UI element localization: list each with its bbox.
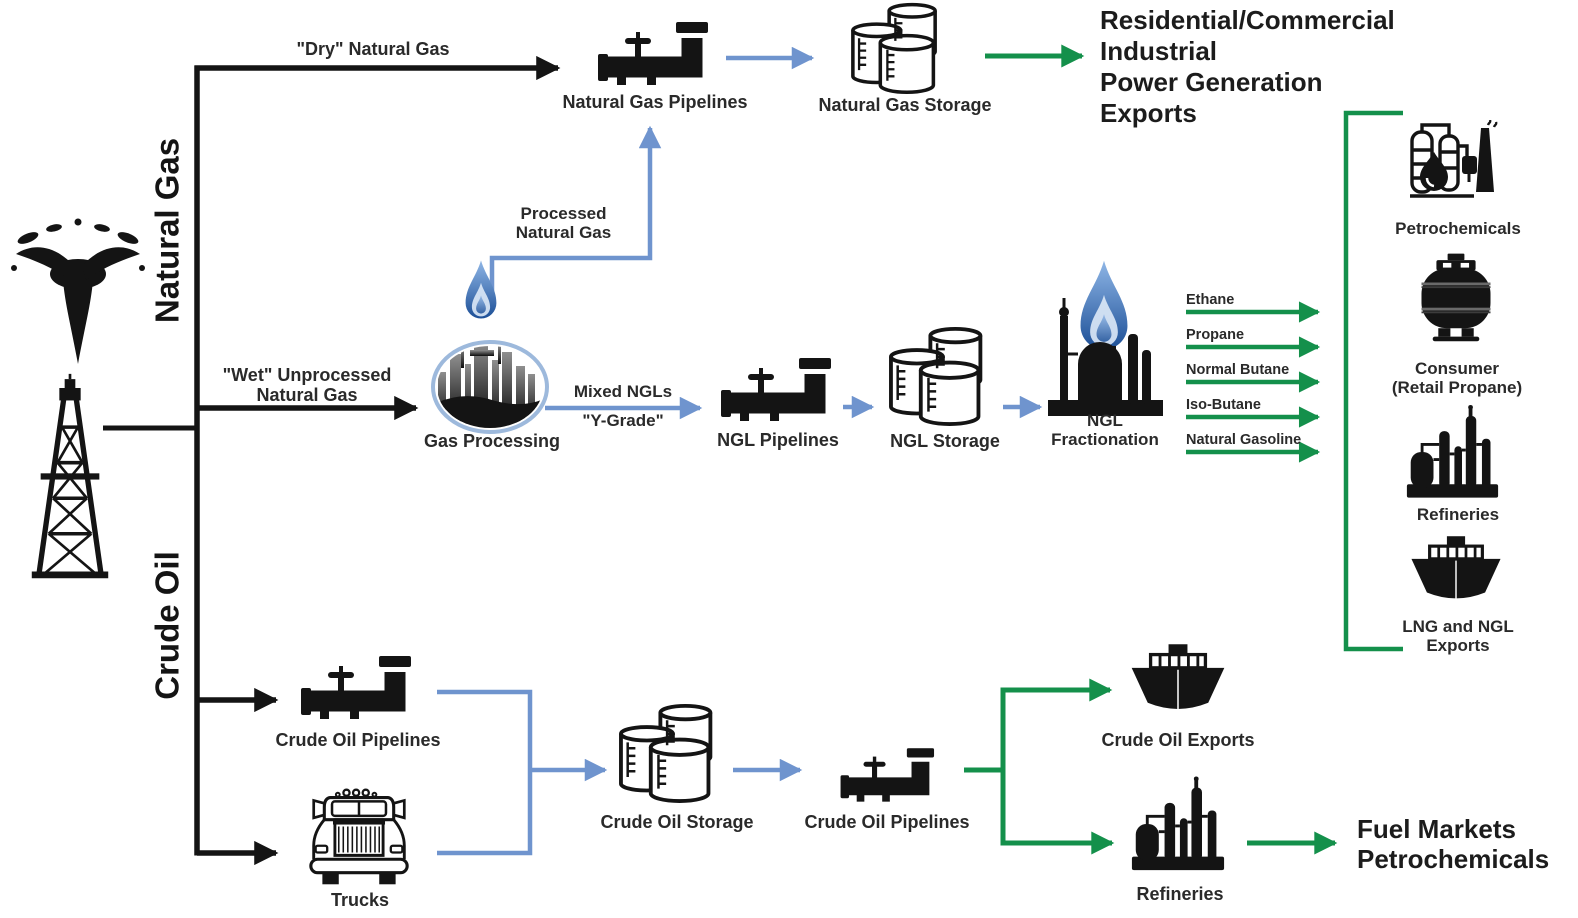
- oil-derrick-icon: [30, 362, 110, 590]
- crude-pipelines-2-label: Crude Oil Pipelines: [804, 812, 970, 832]
- product-normal-butane-label: Normal Butane: [1186, 362, 1290, 378]
- product-iso-butane-label: Iso-Butane: [1186, 397, 1261, 413]
- refinery-2-icon: [1130, 774, 1226, 874]
- y-grade-label: "Y-Grade": [582, 411, 664, 430]
- product-ethane-label: Ethane: [1186, 292, 1235, 308]
- refinery-icon: [1405, 402, 1500, 502]
- oil-gusher-icon: [8, 216, 148, 366]
- processed-gas-label: Processed Natural Gas: [515, 204, 612, 243]
- gas-processing-icon: [431, 260, 549, 434]
- mixed-ngls-label: Mixed NGLs: [573, 382, 673, 401]
- gas-processing-label: Gas Processing: [423, 431, 561, 451]
- crude-oil-pipeline-2-icon: [838, 748, 940, 806]
- ngl-fractionation-label: NGL Fractionation: [1051, 411, 1159, 450]
- ngl-pipelines-label: NGL Pipelines: [717, 430, 839, 450]
- bracket-ngl-destinations: [1343, 110, 1403, 652]
- consumer-propane-label: Consumer (Retail Propane): [1391, 359, 1523, 398]
- refineries-label: Refineries: [1416, 505, 1500, 524]
- crude-oil-branch-label: Crude Oil: [148, 551, 186, 700]
- natural-gas-storage-tanks-icon: [848, 2, 948, 94]
- product-natural-gasoline-label: Natural Gasoline: [1186, 432, 1302, 448]
- propane-tank-icon: [1414, 248, 1498, 345]
- truck-icon: [306, 786, 412, 892]
- arrow-to-crude-exports: [964, 678, 1113, 773]
- lng-export-ship-icon: [1406, 536, 1506, 609]
- natural-gas-branch-label: Natural Gas: [148, 137, 186, 324]
- trucks-label: Trucks: [330, 890, 390, 910]
- bracket-crude-sources: [437, 689, 533, 856]
- ng-storage-label: Natural Gas Storage: [818, 95, 992, 115]
- ng-pipelines-label: Natural Gas Pipelines: [562, 92, 748, 112]
- crude-oil-pipeline-icon: [298, 656, 418, 724]
- wet-gas-label: "Wet" Unprocessed Natural Gas: [222, 365, 392, 406]
- petrochemicals-label: Petrochemicals: [1395, 219, 1521, 238]
- lng-ngl-exports-label: LNG and NGL Exports: [1402, 617, 1514, 656]
- product-propane-label: Propane: [1186, 327, 1245, 343]
- ngl-fractionation-icon: [1048, 260, 1163, 416]
- ngl-pipeline-icon: [718, 358, 838, 426]
- ngl-storage-label: NGL Storage: [890, 431, 1000, 451]
- crude-storage-label: Crude Oil Storage: [600, 812, 754, 832]
- natural-gas-pipeline-icon: [595, 22, 715, 90]
- petrochemicals-icon: [1408, 120, 1503, 215]
- crude-export-ship-icon: [1126, 644, 1230, 720]
- arrow-to-refineries-2: [1000, 770, 1115, 855]
- dry-gas-label: "Dry" Natural Gas: [296, 39, 450, 59]
- crude-pipelines-label: Crude Oil Pipelines: [275, 730, 441, 750]
- refineries-2-label: Refineries: [1136, 884, 1224, 904]
- crude-exports-label: Crude Oil Exports: [1101, 730, 1255, 750]
- arrow-processed-gas: [489, 125, 662, 292]
- crude-oil-storage-tanks-icon: [616, 703, 724, 803]
- gas-end-markets-label: Residential/Commercial Industrial Power …: [1100, 5, 1395, 128]
- ngl-storage-tanks-icon: [886, 326, 994, 426]
- oil-end-markets-label: Fuel Markets Petrochemicals: [1357, 814, 1550, 874]
